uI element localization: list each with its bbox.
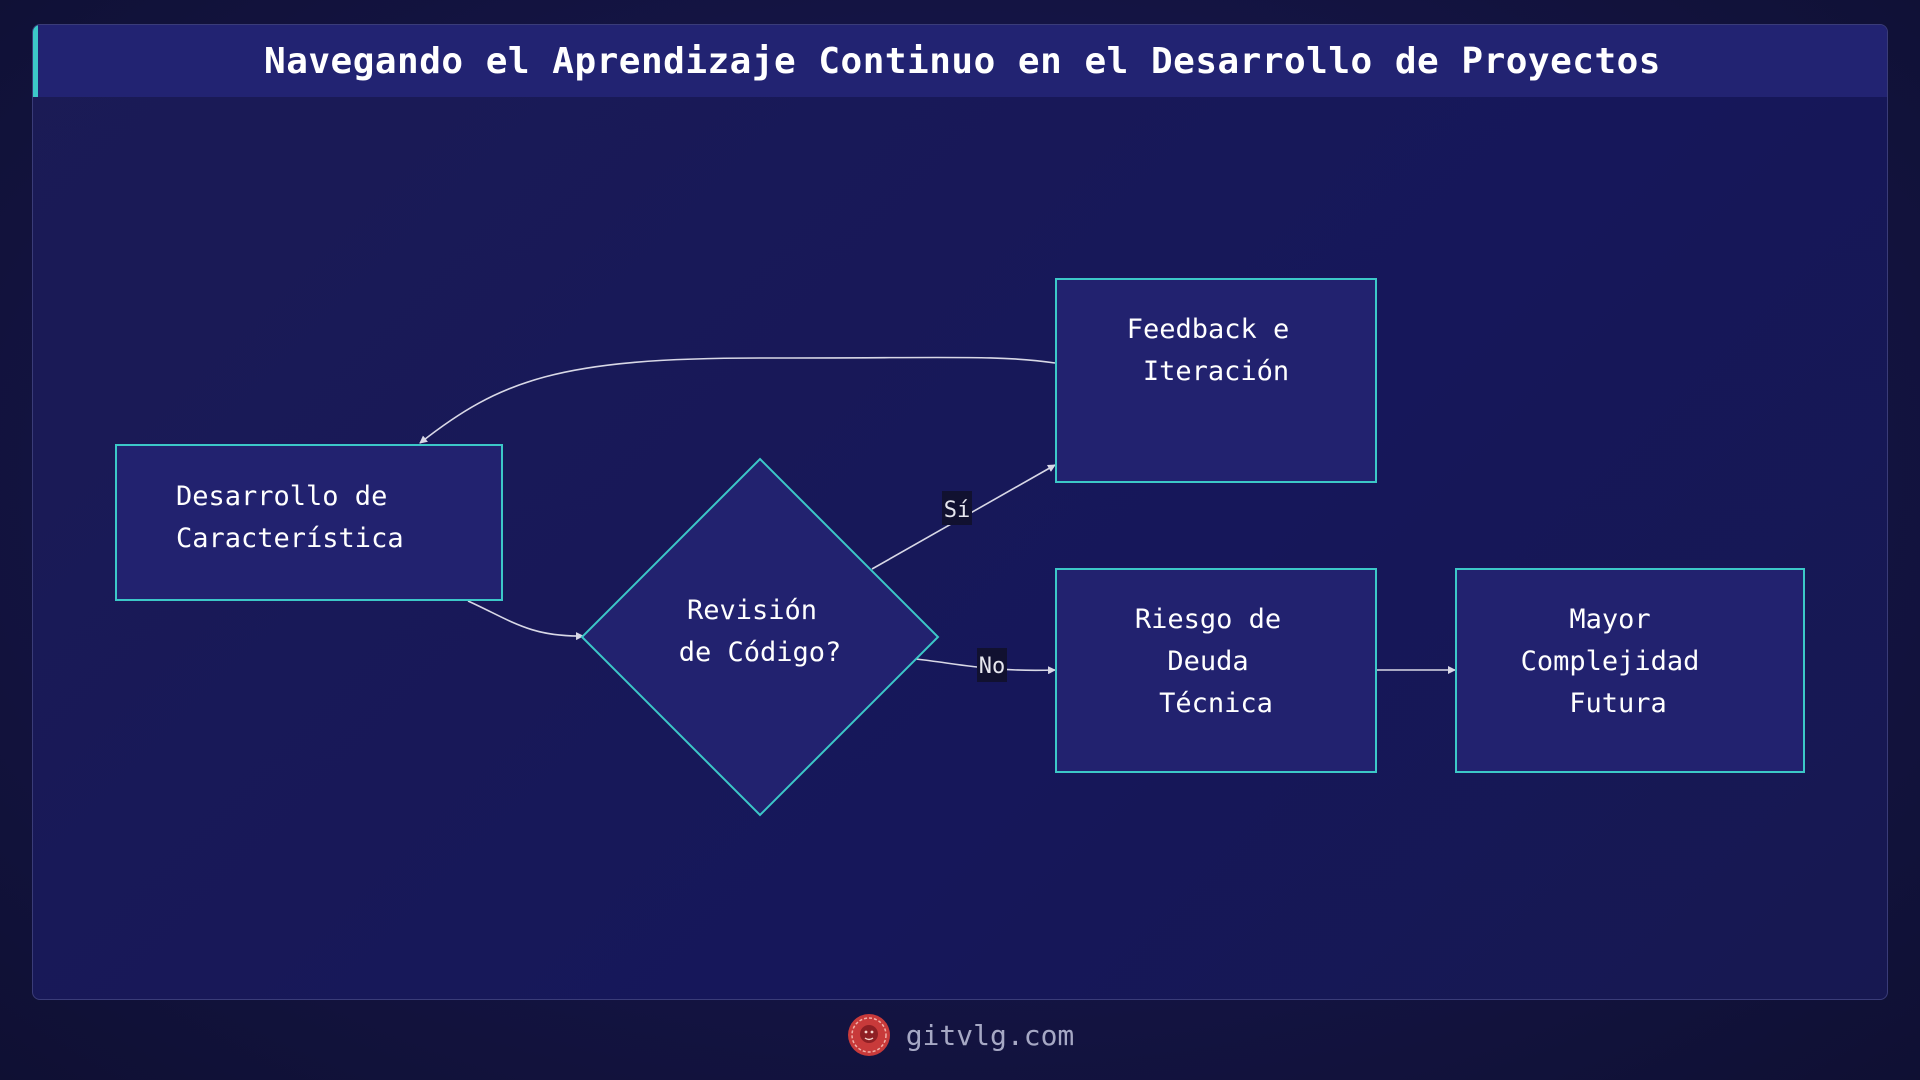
footer: gitvlg.com (0, 1010, 1920, 1060)
footer-site-link[interactable]: gitvlg.com (905, 1018, 1075, 1052)
title-bar: Navegando el Aprendizaje Continuo en el … (33, 25, 1887, 97)
diagram-panel: Navegando el Aprendizaje Continuo en el … (32, 24, 1888, 1000)
lion-logo-icon (847, 1014, 890, 1056)
page-title: Navegando el Aprendizaje Continuo en el … (264, 40, 1661, 82)
